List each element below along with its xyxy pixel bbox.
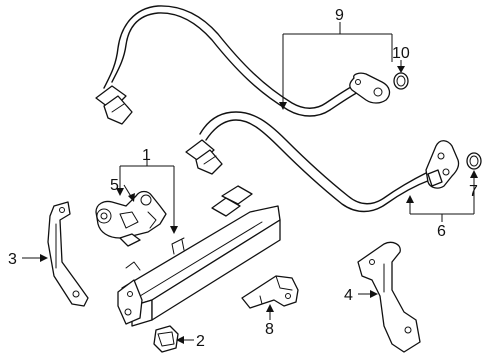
callout-leaders xyxy=(22,22,478,344)
callout-1: 1 xyxy=(142,147,151,164)
callout-10: 10 xyxy=(392,45,410,62)
upper-hose-right-flange xyxy=(349,72,391,104)
lower-hose-right-bracket xyxy=(425,140,460,189)
thermostat-housing xyxy=(95,190,167,247)
callout-7: 7 xyxy=(469,183,478,200)
small-bracket xyxy=(241,275,299,309)
lower-hose-left-fitting xyxy=(185,139,223,175)
callout-2: 2 xyxy=(196,333,205,350)
lower-seal-ring xyxy=(466,152,482,170)
lower-cooler-hose xyxy=(185,111,460,213)
callout-5: 5 xyxy=(110,177,119,194)
upper-cooler-hose xyxy=(95,5,391,125)
left-bracket xyxy=(47,201,89,307)
callout-4: 4 xyxy=(344,287,353,304)
callout-3: 3 xyxy=(8,251,17,268)
upper-hose-left-fitting xyxy=(95,85,133,125)
callout-6: 6 xyxy=(437,223,446,240)
right-bracket xyxy=(357,241,421,353)
callout-8: 8 xyxy=(265,321,274,338)
hex-nut xyxy=(153,325,179,353)
oil-cooler xyxy=(117,185,281,327)
callout-9: 9 xyxy=(335,7,344,24)
upper-seal-ring xyxy=(393,72,409,90)
callout-labels: 9 10 1 5 3 2 8 4 6 7 xyxy=(8,7,478,350)
